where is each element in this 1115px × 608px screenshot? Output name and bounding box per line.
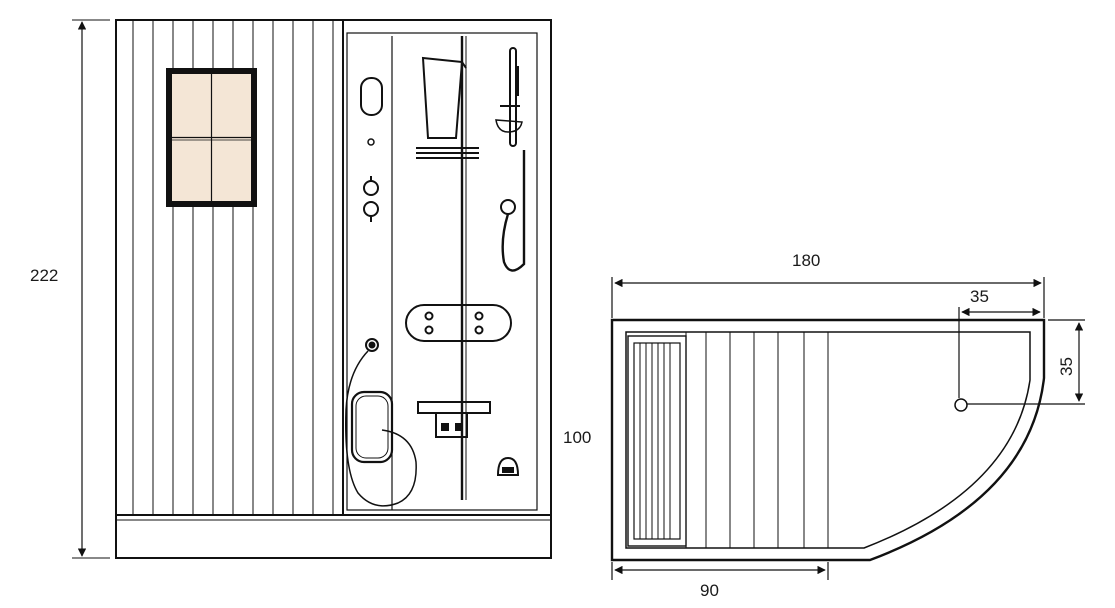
- rain-shower-head: [416, 56, 479, 159]
- front-elevation: [72, 19, 552, 559]
- sauna-window: [166, 68, 257, 207]
- height-dimension: [72, 19, 110, 559]
- hand-shower: [495, 47, 526, 272]
- plan-view: [610, 277, 1085, 580]
- plan-drain: [954, 398, 968, 412]
- indicator-light: [367, 138, 375, 146]
- tray-outline: [610, 318, 1046, 562]
- drain-fitting: [496, 456, 520, 476]
- bench-width-label: 90: [700, 581, 719, 600]
- corner-offset-y-label: 35: [1057, 357, 1076, 376]
- shelf: [417, 401, 491, 438]
- depth-label: 100: [563, 428, 591, 447]
- width-dimension: [611, 277, 1045, 318]
- corner-offset-dimension: [958, 307, 1085, 405]
- steam-generator: [345, 338, 417, 507]
- corner-offset-x-label: 35: [970, 287, 989, 306]
- tray-inner: [625, 331, 1031, 549]
- massage-jets: [405, 304, 512, 342]
- control-display: [360, 77, 383, 116]
- height-label: 222: [30, 266, 58, 285]
- bench-width-dimension: [611, 562, 829, 580]
- mixer-knobs: [363, 176, 379, 222]
- width-label: 180: [792, 251, 820, 270]
- shower-panel: [346, 32, 538, 511]
- bench-slats: [627, 332, 829, 548]
